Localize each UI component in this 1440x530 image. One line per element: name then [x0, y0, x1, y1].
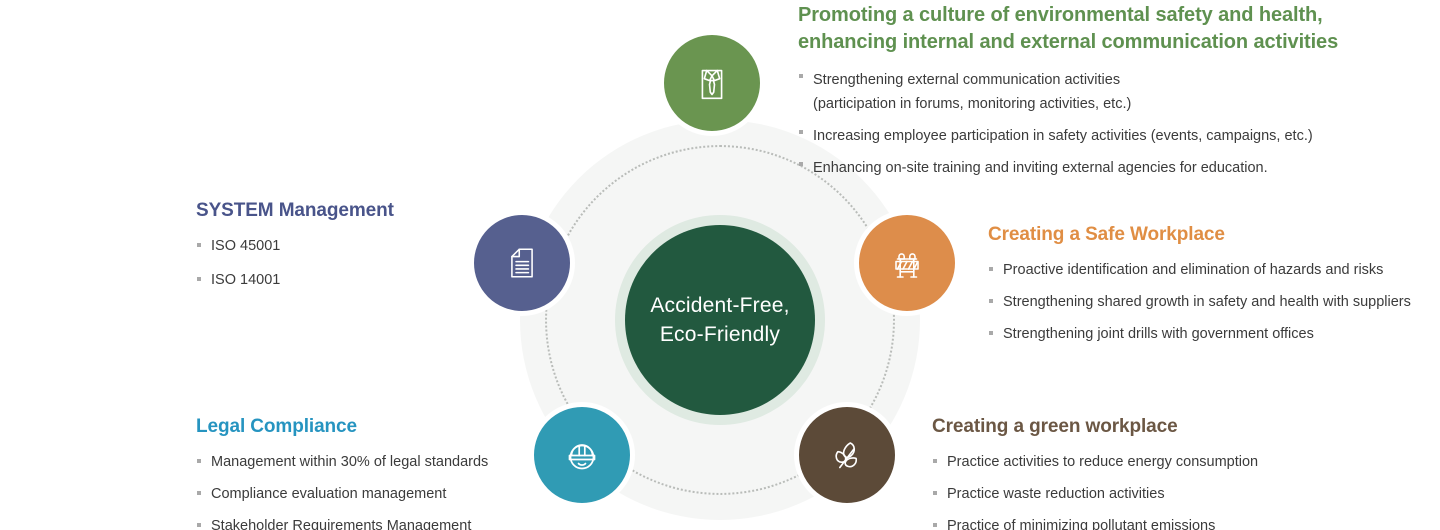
- leaf-sprig-icon: [824, 432, 870, 478]
- block-safe-heading: Creating a Safe Workplace: [988, 224, 1225, 245]
- node-culture[interactable]: [659, 30, 765, 136]
- list-item: Strengthening external communication act…: [798, 68, 1438, 116]
- block-culture-heading: Promoting a culture of environmental saf…: [798, 4, 1339, 53]
- list-item: ISO 14001: [196, 271, 466, 289]
- list-item: Strengthening shared growth in safety an…: [988, 293, 1440, 311]
- node-safe[interactable]: [854, 210, 960, 316]
- block-legal-heading: Legal Compliance: [196, 416, 357, 437]
- block-green-workplace: Creating a green workplace Practice acti…: [932, 414, 1362, 530]
- list-item: Practice activities to reduce energy con…: [932, 453, 1362, 471]
- core-label: Accident-Free, Eco-Friendly: [650, 294, 790, 346]
- block-green-bullets: Practice activities to reduce energy con…: [932, 453, 1362, 530]
- block-system-heading: SYSTEM Management: [196, 200, 394, 221]
- list-item: Proactive identification and elimination…: [988, 261, 1440, 279]
- block-safety-culture: Promoting a culture of environmental saf…: [798, 2, 1438, 188]
- document-icon: [500, 241, 544, 285]
- list-item: ISO 45001: [196, 237, 466, 255]
- list-item: Increasing employee participation in saf…: [798, 124, 1438, 148]
- node-system[interactable]: [469, 210, 575, 316]
- block-legal-compliance: Legal Compliance Management within 30% o…: [196, 414, 506, 530]
- hard-hat-icon: [558, 431, 606, 479]
- list-item: Management within 30% of legal standards: [196, 453, 506, 471]
- diagram-dotted-ring: [545, 145, 895, 495]
- core-circle: Accident-Free, Eco-Friendly: [625, 225, 815, 415]
- node-legal[interactable]: [529, 402, 635, 508]
- block-legal-bullets: Management within 30% of legal standards…: [196, 453, 506, 530]
- node-green[interactable]: [794, 402, 900, 508]
- list-item: Practice waste reduction activities: [932, 485, 1362, 503]
- block-safe-workplace: Creating a Safe Workplace Proactive iden…: [988, 222, 1440, 357]
- list-item: Strengthening joint drills with governme…: [988, 325, 1440, 343]
- shirt-tie-icon: [689, 60, 735, 106]
- block-green-heading: Creating a green workplace: [932, 416, 1178, 437]
- block-safe-bullets: Proactive identification and elimination…: [988, 261, 1440, 343]
- block-culture-bullets: Strengthening external communication act…: [798, 68, 1438, 180]
- list-item: Practice of minimizing pollutant emissio…: [932, 517, 1362, 530]
- list-item: Stakeholder Requirements Management: [196, 517, 506, 530]
- block-system-management: SYSTEM Management ISO 45001 ISO 14001: [196, 198, 466, 305]
- list-item: Compliance evaluation management: [196, 485, 506, 503]
- circular-diagram: Accident-Free, Eco-Friendly: [460, 28, 980, 530]
- block-system-bullets: ISO 45001 ISO 14001: [196, 237, 466, 289]
- barricade-icon: [883, 239, 931, 287]
- list-item: Enhancing on-site training and inviting …: [798, 156, 1438, 180]
